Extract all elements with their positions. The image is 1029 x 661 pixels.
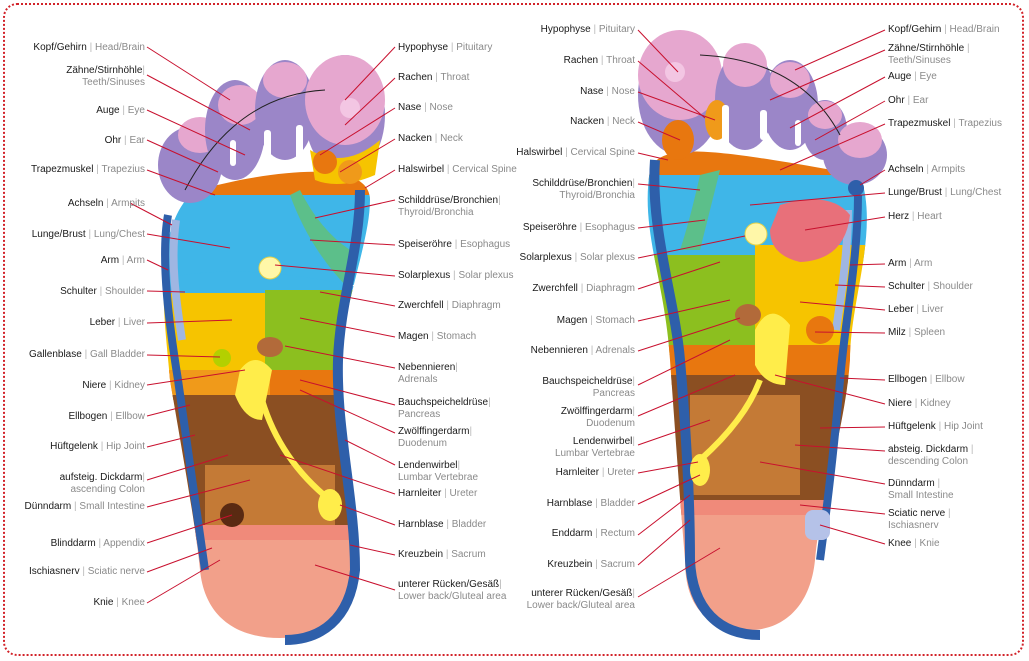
label-r-schilddruese: Schilddrüse/Bronchien|Thyroid/Bronchia <box>532 178 635 201</box>
label-harnleiter: Harnleiter | Ureter <box>398 488 478 499</box>
label-gallenblase: Gallenblase | Gall Bladder <box>28 349 145 360</box>
label-harnblase: Harnblase | Bladder <box>398 519 487 530</box>
label-r-herz: Herz | Heart <box>888 211 942 222</box>
label-r-achseln: Achseln | Armpits <box>888 164 966 175</box>
label-r-arm: Arm | Arm <box>888 258 933 269</box>
label-zwoelffingerdarm: Zwölffingerdarm|Duodenum <box>398 426 473 449</box>
label-r-harnleiter: Harnleiter | Ureter <box>555 467 635 478</box>
dotted-frame <box>3 3 1024 656</box>
label-leber: Leber | Liver <box>89 317 145 328</box>
label-r-nebennieren: Nebennieren | Adrenals <box>530 345 635 356</box>
label-r-lendenwirbel: Lendenwirbel|Lumbar Vertebrae <box>554 436 635 459</box>
label-arm: Arm | Arm <box>100 255 145 266</box>
label-r-solarplexus: Solarplexus | Solar plexus <box>519 252 635 263</box>
label-r-absteig-dickdarm: absteig. Dickdarm |descending Colon <box>888 444 974 467</box>
label-magen: Magen | Stomach <box>398 331 477 342</box>
label-solarplexus: Solarplexus | Solar plexus <box>398 270 514 281</box>
label-speiseroehre: Speiseröhre | Esophagus <box>398 239 511 250</box>
label-r-zwoelffingerdarm: Zwölffingerdarm|Duodenum <box>560 406 635 429</box>
label-r-unterer-ruecken: unterer Rücken/Gesäß|Lower back/Gluteal … <box>526 588 635 611</box>
label-zwerchfell: Zwerchfell | Diaphragm <box>398 300 501 311</box>
label-kreuzbein: Kreuzbein | Sacrum <box>398 549 486 560</box>
label-nebennieren: Nebennieren|Adrenals <box>398 362 458 385</box>
label-r-auge: Auge | Eye <box>888 71 937 82</box>
label-schilddruese-bronchien: Schilddrüse/Bronchien|Thyroid/Bronchia <box>398 195 501 218</box>
label-r-magen: Magen | Stomach <box>556 315 635 326</box>
label-zaehne-stirnhoehle: Zähne/Stirnhöhle|Teeth/Sinuses <box>66 65 145 88</box>
label-r-nacken: Nacken | Neck <box>570 116 635 127</box>
label-halswirbel: Halswirbel | Cervical Spine <box>398 164 517 175</box>
label-schulter: Schulter | Shoulder <box>60 286 145 297</box>
leader-lines <box>129 29 886 604</box>
label-r-bauchspeicheldruese: Bauchspeicheldrüse|Pancreas <box>542 376 635 399</box>
label-r-lunge-brust: Lunge/Brust | Lung/Chest <box>888 187 1002 198</box>
label-r-nase: Nase | Nose <box>580 86 635 97</box>
label-r-ohr: Ohr | Ear <box>888 95 929 106</box>
label-r-kopf-gehirn: Kopf/Gehirn | Head/Brain <box>888 24 1000 35</box>
label-r-hueftgelenk: Hüftgelenk | Hip Joint <box>888 421 983 432</box>
label-r-hypophyse: Hypophyse | Pituitary <box>540 24 635 35</box>
label-r-enddarm: Enddarm | Rectum <box>551 528 635 539</box>
label-r-speiseroehre: Speiseröhre | Esophagus <box>522 222 635 233</box>
label-r-rachen: Rachen | Throat <box>563 55 635 66</box>
label-auge: Auge | Eye <box>96 105 145 116</box>
label-bauchspeicheldruese: Bauchspeicheldrüse|Pancreas <box>398 397 491 420</box>
label-blinddarm: Blinddarm | Appendix <box>50 538 145 549</box>
label-r-zaehne: Zähne/Stirnhöhle |Teeth/Sinuses <box>888 43 970 66</box>
label-r-knee: Knee | Knie <box>888 538 940 549</box>
label-lendenwirbel: Lendenwirbel|Lumbar Vertebrae <box>398 460 479 483</box>
label-r-milz: Milz | Spleen <box>888 327 946 338</box>
label-duenndarm: Dünndarm | Small Intestine <box>24 501 145 512</box>
label-hueftgelenk: Hüftgelenk | Hip Joint <box>50 441 145 452</box>
label-achseln: Achseln | Armpits <box>67 198 145 209</box>
label-lunge-brust: Lunge/Brust | Lung/Chest <box>31 229 145 240</box>
label-ohr: Ohr | Ear <box>104 135 145 146</box>
label-trapezmuskel: Trapezmuskel | Trapezius <box>31 164 145 175</box>
label-hypophyse: Hypophyse | Pituitary <box>398 42 493 53</box>
label-kopf-gehirn: Kopf/Gehirn | Head/Brain <box>33 42 145 53</box>
label-r-kreuzbein: Kreuzbein | Sacrum <box>547 559 635 570</box>
label-ellbogen: Ellbogen | Ellbow <box>68 411 145 422</box>
label-ischiasnerv: Ischiasnerv | Sciatic nerve <box>29 566 145 577</box>
label-r-leber: Leber | Liver <box>888 304 944 315</box>
label-r-halswirbel: Halswirbel | Cervical Spine <box>516 147 635 158</box>
label-nase: Nase | Nose <box>398 102 453 113</box>
label-r-harnblase: Harnblase | Bladder <box>546 498 635 509</box>
label-r-sciatic-nerve: Sciatic nerve |Ischiasnerv <box>888 508 951 531</box>
label-r-schulter: Schulter | Shoulder <box>888 281 973 292</box>
label-aufsteig-dickdarm: aufsteig. Dickdarm|ascending Colon <box>59 472 145 495</box>
label-unterer-ruecken: unterer Rücken/Gesäß|Lower back/Gluteal … <box>398 579 507 602</box>
label-r-ellbogen: Ellbogen | Ellbow <box>888 374 965 385</box>
label-r-niere: Niere | Kidney <box>888 398 951 409</box>
label-rachen: Rachen | Throat <box>398 72 470 83</box>
label-niere: Niere | Kidney <box>82 380 145 391</box>
label-r-zwerchfell: Zwerchfell | Diaphragm <box>532 283 635 294</box>
label-knie: Knie | Knee <box>93 597 145 608</box>
label-r-trapezmuskel: Trapezmuskel | Trapezius <box>888 118 1002 129</box>
label-nacken: Nacken | Neck <box>398 133 463 144</box>
label-r-duenndarm: Dünndarm |Small Intestine <box>888 478 954 501</box>
